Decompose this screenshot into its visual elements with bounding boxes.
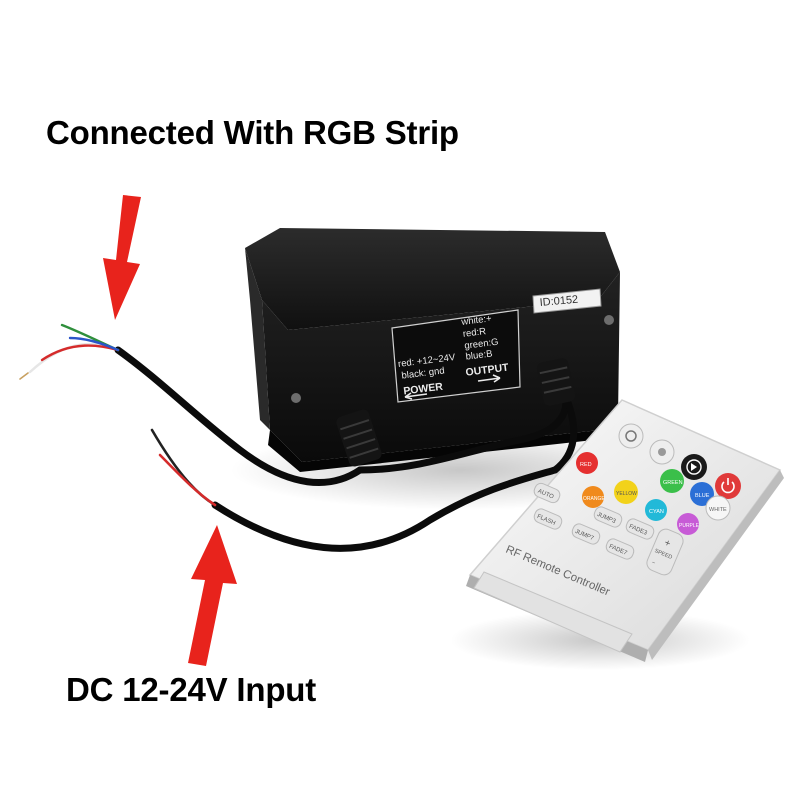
purple-button-label: PURPLE [679,523,700,529]
yellow-button-label: YELLOW [616,491,637,497]
cyan-button[interactable]: CYAN [645,499,667,521]
output-label-title: OUTPUT [465,362,510,379]
cables [114,346,578,552]
play-pause-button[interactable] [681,454,707,480]
screw [291,393,301,403]
green-button[interactable]: GREEN [660,469,684,493]
jump3-button[interactable]: JUMP3 [592,505,623,529]
fade7-button[interactable]: FADE7 [604,537,635,561]
blue-button[interactable]: BLUE [690,482,714,506]
auto-button[interactable]: AUTO [532,481,561,504]
play-pause-icon [686,459,702,475]
label-panel: red: +12~24V black: gnd POWER white:+ re… [391,309,521,403]
cyan-button-label: CYAN [649,509,664,515]
brightness-button[interactable] [618,423,644,449]
output-label-line4: blue:B [465,348,493,362]
remote-buttons: RED GREEN BLUE WHITE ORANGE YELLOW CYAN [532,423,741,578]
power-icon [721,478,735,494]
speed-plus-label: + [662,538,672,550]
jump7-button[interactable]: JUMP7 [570,522,601,546]
brightness-icon [658,448,666,456]
input-wires [150,428,217,507]
speed-minus-label: − [651,560,656,567]
fade3-button[interactable]: FADE3 [624,517,655,541]
white-button[interactable]: WHITE [705,495,731,521]
caption-connected-with-rgb-strip: Connected With RGB Strip [46,114,459,151]
id-sticker-text: ID:0152 [539,294,578,309]
power-label-title: POWER [403,381,444,398]
screw [604,315,614,325]
purple-button[interactable]: PURPLE [677,513,700,535]
speed-rocker[interactable]: + SPEED − [644,527,685,578]
down-arrow-icon [103,195,141,320]
output-label-line3: green:G [464,337,499,352]
orange-button-label: ORANGE [583,496,605,502]
output-arrow-icon [477,374,501,383]
id-sticker: ID:0152 [532,288,602,314]
caption-dc-input: DC 12-24V Input [66,671,317,708]
strain-relief-right [536,358,576,406]
blue-button-label: BLUE [695,493,710,499]
output-label-line1: white:+ [460,313,493,328]
flash-button[interactable]: FLASH [532,507,563,531]
yellow-button[interactable]: YELLOW [614,480,638,504]
green-button-label: GREEN [663,480,683,486]
power-arrow-icon [404,392,428,400]
red-button[interactable]: RED [576,452,598,474]
dim-button[interactable] [649,439,675,465]
red-button-label: RED [580,462,592,468]
strip-wires [19,323,120,380]
brightness-icon [625,430,637,442]
orange-button[interactable]: ORANGE [582,486,605,508]
white-button-label: WHITE [709,507,727,513]
output-label-line2: red:R [462,326,487,340]
power-label-line2: black: gnd [401,365,445,381]
strain-relief-left [336,409,382,467]
up-arrow-icon [188,525,237,666]
power-button[interactable] [715,473,741,499]
